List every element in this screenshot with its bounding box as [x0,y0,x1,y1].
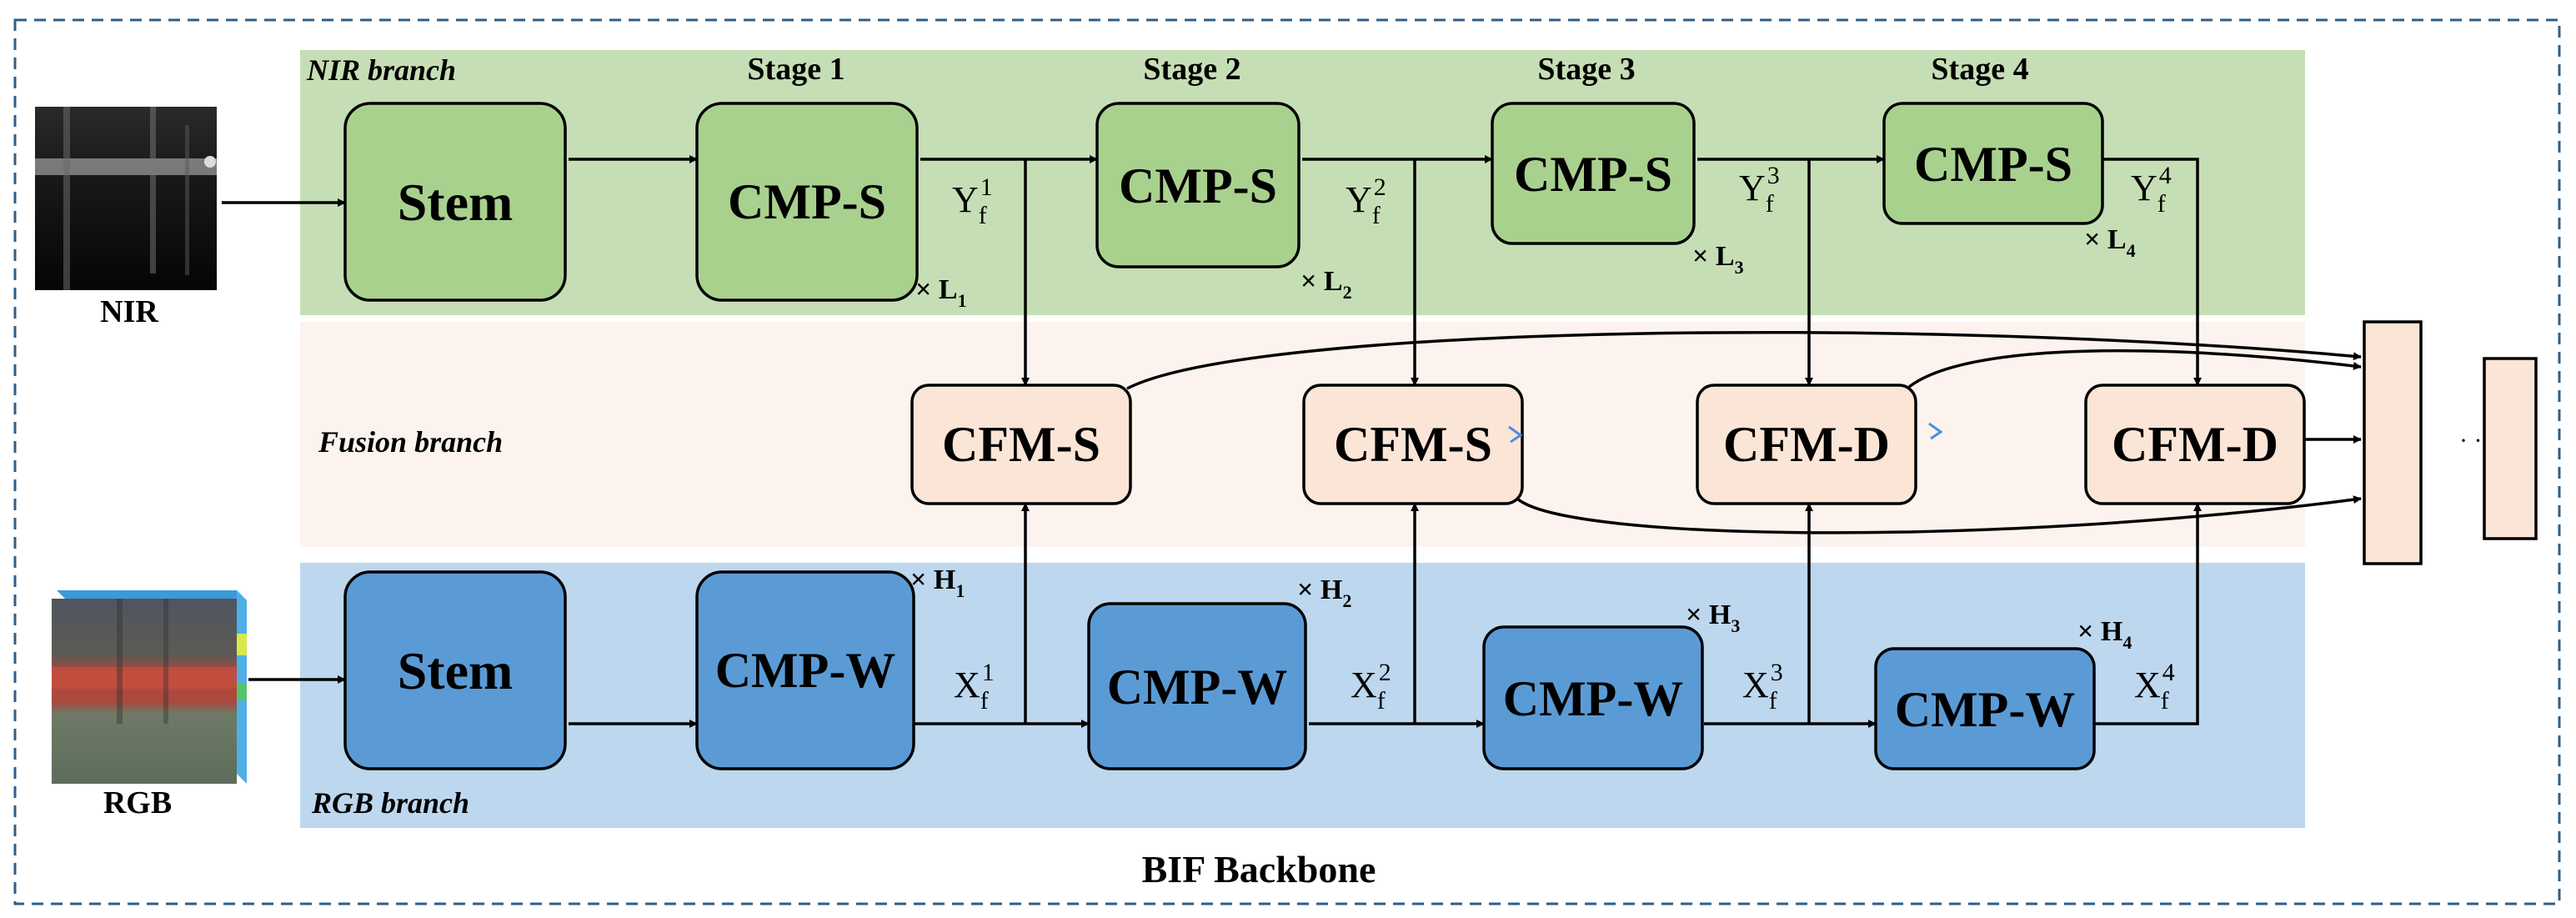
rgb-stage2-repeat: × H2 [1297,574,1351,611]
nir-stage1-repeat: × L1 [915,274,967,311]
svg-text:CMP-W: CMP-W [1107,660,1288,715]
fusion-cfm4-block: CFM-D [2084,384,2306,505]
rgb-feature-x3: Xf3 [1742,659,1783,715]
svg-text:Stem: Stem [398,641,514,700]
rgb-input-label: RGB [103,785,172,820]
nir-feature-y1: Yf1 [952,173,993,229]
nir-input-label: NIR [100,294,158,329]
rgb-input-image [52,590,247,784]
rgb-stage3-repeat: × H3 [1686,599,1740,636]
output-aggregation-bar [2363,320,2423,565]
rgb-stage3-block: CMP-W [1482,625,1704,770]
rgb-stem-block: Stem [343,570,567,770]
tick-mark-icon [1508,425,1523,444]
rgb-stage1-repeat: × H1 [910,564,965,601]
output-next-bar [2483,357,2538,540]
nir-stage3-block: CMP-S [1491,102,1696,245]
nir-stage2-repeat: × L2 [1301,266,1352,303]
nir-feature-y2: Yf2 [1346,173,1386,229]
arrow-cfm3-to-output [1907,349,2362,389]
arrow-rgb-stage4-to-cfm4 [2094,503,2202,725]
footer-title: BIF Backbone [1142,848,1376,890]
svg-text:CMP-S: CMP-S [728,174,886,229]
rgb-feature-x1: Xf1 [954,659,995,715]
nir-feature-y4: Yf4 [2131,162,2172,218]
rgb-feature-x2: Xf2 [1351,659,1391,715]
connectors [222,155,2362,728]
stage-2-label: Stage 2 [1143,52,1240,87]
fusion-cfm1-block: CFM-S [910,384,1132,505]
nir-stage3-repeat: × L3 [1692,241,1744,278]
rgb-stage1-block: CMP-W [695,570,915,770]
svg-text:CMP-W: CMP-W [1895,682,2076,737]
svg-text:CFM-S: CFM-S [942,417,1100,472]
rgb-stage2-block: CMP-W [1087,602,1307,770]
fusion-cfm2-block: CFM-S [1302,384,1524,505]
nir-input-image [35,107,217,290]
arrow-cfm1-to-output [1126,331,2362,390]
fusion-branch-label: Fusion branch [318,425,503,459]
svg-text:CMP-S: CMP-S [1119,158,1277,213]
nir-stem-block: Stem [343,102,567,302]
svg-text:CMP-W: CMP-W [715,643,896,698]
nir-stage1-block: CMP-S [695,102,919,302]
nir-stage4-repeat: × L4 [2084,224,2136,261]
svg-text:Stem: Stem [398,173,514,232]
nir-feature-y3: Yf3 [1739,162,1780,218]
svg-text:CMP-S: CMP-S [1914,137,2072,192]
rgb-feature-x4: Xf4 [2134,659,2175,715]
svg-text:CMP-S: CMP-S [1514,147,1672,202]
svg-text:CFM-S: CFM-S [1334,417,1492,472]
stage-3-label: Stage 3 [1537,52,1635,87]
nir-branch-label: NIR branch [306,53,456,87]
arrow-nir-stage4-to-cfm4 [2102,158,2202,386]
rgb-branch-label: RGB branch [311,786,469,820]
nir-stage4-block: CMP-S [1882,102,2104,225]
tick-mark-icon [1928,422,1943,440]
arrow-cfm2-to-output [1516,495,2362,534]
svg-text:CMP-W: CMP-W [1503,671,1684,726]
stage-4-label: Stage 4 [1931,52,2028,87]
svg-text:CFM-D: CFM-D [2112,417,2278,472]
stage-1-label: Stage 1 [747,52,844,87]
outer-frame [13,18,2561,905]
rgb-stage4-repeat: × H4 [2077,616,2132,653]
svg-text:CFM-D: CFM-D [1723,417,1890,472]
rgb-stage4-block: CMP-W [1874,647,2096,770]
nir-stage2-block: CMP-S [1095,102,1301,268]
fusion-cfm3-block: CFM-D [1696,384,1917,505]
